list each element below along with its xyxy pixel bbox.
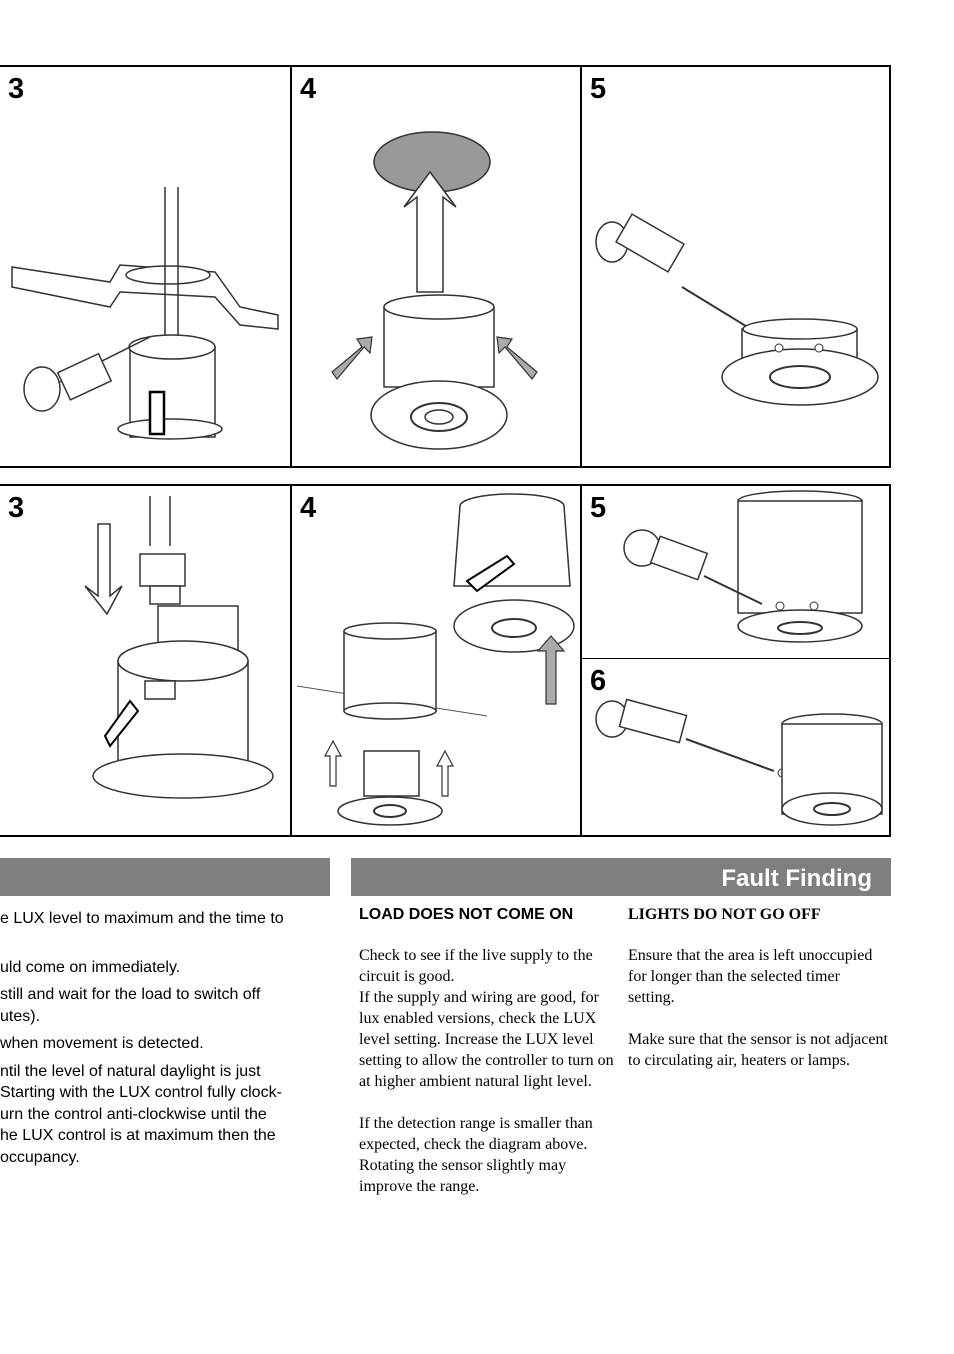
sensor-insertion-illustration [331, 131, 538, 450]
instruction-line: e LUX level to maximum and the time to [0, 910, 284, 927]
step-panel-4-top: 4 [292, 67, 582, 466]
fault-finding-title: Fault Finding [721, 865, 872, 892]
load-para-3: If the detection range is smaller than e… [359, 1115, 593, 1195]
step-panel-5-bottom: 5 [582, 486, 889, 659]
step-number: 5 [590, 73, 607, 105]
instruction-line: utes). [0, 1007, 41, 1025]
step-number: 3 [8, 73, 25, 105]
sensor-screw-illustration [595, 698, 883, 826]
step-panel-3-bottom: 3 [0, 486, 292, 835]
instruction-line: still and wait for the load to switch of… [0, 986, 261, 1003]
instruction-line: urn the control anti-clockwise until the [0, 1105, 267, 1123]
instruction-line: occupancy. [0, 1148, 80, 1166]
lights-not-off-column: LIGHTS DO NOT GO OFF Ensure that the are… [628, 904, 890, 1071]
load-not-on-heading: LOAD DOES NOT COME ON [359, 906, 574, 923]
load-not-on-column: LOAD DOES NOT COME ON Check to see if th… [359, 904, 617, 1197]
testing-instructions: e LUX level to maximum and the time to u… [0, 908, 330, 1168]
step-panel-5-top: 5 [582, 67, 889, 466]
installation-row-1: 3 4 5 [0, 65, 891, 468]
section-header-bar-left [0, 858, 330, 896]
load-para-2: If the supply and wiring are good, for l… [359, 989, 614, 1090]
step-number: 5 [590, 492, 607, 524]
instruction-line: he LUX control is at maximum then the [0, 1127, 276, 1144]
lights-para-2: Make sure that the sensor is not adjacen… [628, 1031, 888, 1069]
screw-housing-illustration [623, 490, 863, 643]
fault-finding-header: Fault Finding [351, 858, 891, 896]
ceiling-cutout-illustration [11, 187, 279, 440]
housing-fitting-illustration [296, 493, 575, 826]
instruction-line: when movement is detected. [0, 1035, 204, 1052]
installation-row-2: 3 4 [0, 484, 891, 837]
connector-wiring-illustration [84, 496, 274, 799]
step-panel-6: 6 [582, 659, 889, 835]
step-panel-3-top: 3 [0, 67, 292, 466]
instruction-line: ntil the level of natural daylight is ju… [0, 1062, 261, 1080]
instruction-line: Starting with the LUX control fully cloc… [0, 1084, 282, 1101]
step-panel-5-6-stack: 5 6 [582, 486, 889, 835]
load-para-1: Check to see if the live supply to the c… [359, 947, 593, 985]
step-number: 4 [300, 73, 317, 105]
screw-tightening-illustration [595, 213, 879, 406]
step-number: 4 [300, 492, 317, 524]
step-panel-4-bottom: 4 [292, 486, 582, 835]
step-number: 6 [590, 665, 607, 697]
step-number: 3 [8, 492, 25, 524]
instruction-line: uld come on immediately. [0, 958, 181, 976]
lights-para-1: Ensure that the area is left unoccupied … [628, 947, 873, 1006]
lights-not-off-heading: LIGHTS DO NOT GO OFF [628, 906, 821, 923]
